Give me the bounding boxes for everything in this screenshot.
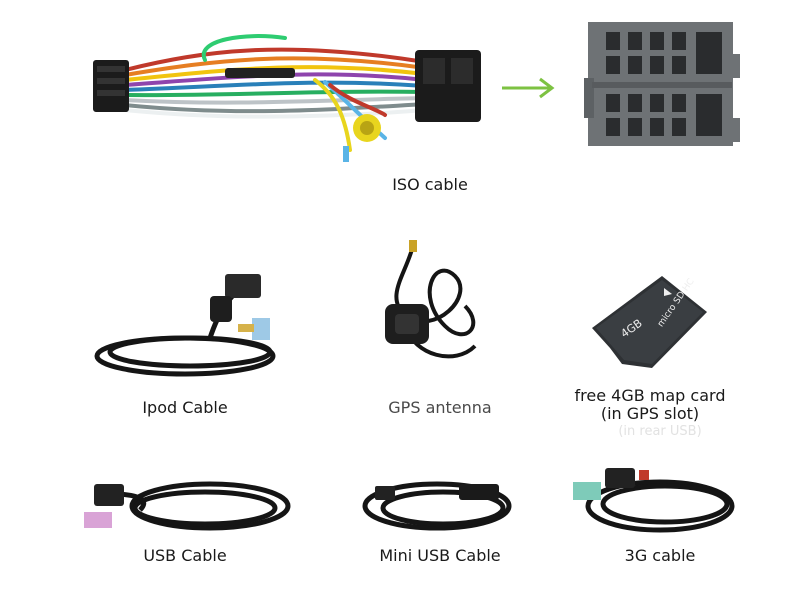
- usb-cable-image: [80, 470, 295, 540]
- iso-cable-label: ISO cable: [392, 175, 468, 194]
- mini-usb-cable-image: [355, 470, 520, 540]
- ipod-cable-image: [90, 268, 290, 388]
- ipod-cable-label: Ipod Cable: [142, 398, 228, 417]
- arrow-right-icon: [502, 77, 555, 99]
- usb-cable-label: USB Cable: [143, 546, 227, 565]
- 3g-cable-label: 3G cable: [624, 546, 696, 565]
- gps-antenna-image: [375, 236, 495, 386]
- map-card-faded-label: (in rear USB): [618, 424, 702, 439]
- mini-usb-cable-label: Mini USB Cable: [379, 546, 501, 565]
- 3g-cable-image: [565, 460, 740, 540]
- gps-antenna-label: GPS antenna: [388, 398, 492, 417]
- iso-cable-image: [85, 20, 495, 170]
- map-card-label-line2: (in GPS slot): [600, 404, 700, 423]
- map-card-label-line1: free 4GB map card: [574, 386, 726, 405]
- iso-connector-image: [578, 18, 743, 150]
- micro-sd-card-image: 4GB micro SD HC: [582, 268, 712, 378]
